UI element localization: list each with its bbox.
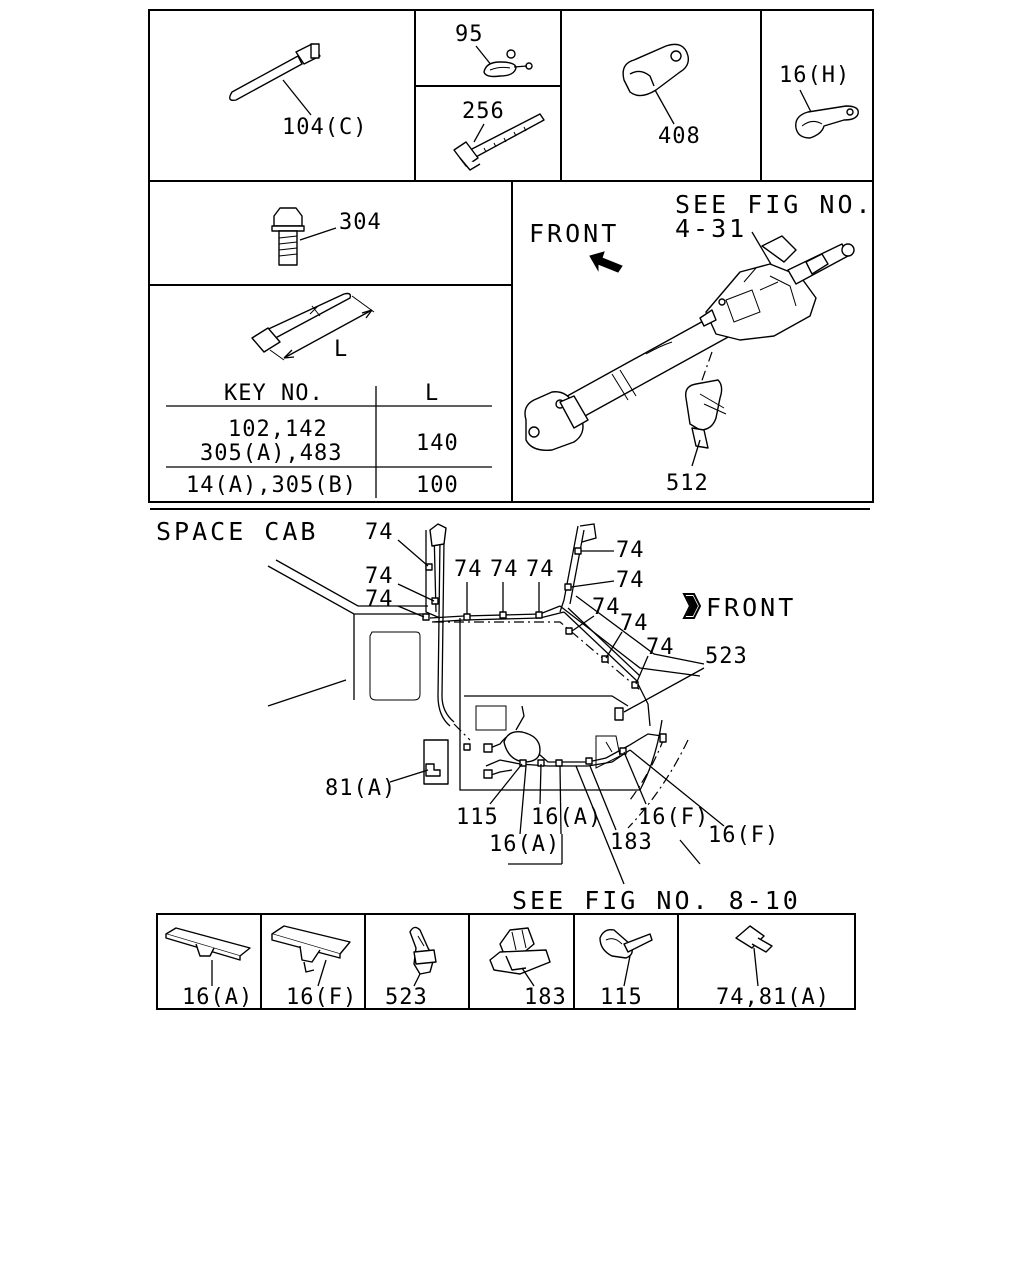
label-304: 304: [339, 210, 382, 235]
callouts-74: 74 74 74 74 74 74 74 74 74 74 74: [365, 520, 675, 685]
legend-label-523: 523: [385, 985, 428, 1010]
steering-column-cell: SEE FIG NO. 4-31 FRONT: [524, 190, 874, 496]
tie-256-cell: 256: [453, 99, 545, 171]
legend-label-16f: 16(F): [286, 985, 357, 1010]
label-74-j: 74: [620, 611, 649, 636]
clip-16h-cell: 16(H): [779, 63, 859, 139]
clamp-408-icon: [622, 43, 690, 97]
cable-tie-256-icon: [453, 113, 545, 171]
band-tie-cell: L KEY NO. L 102,142 305(A),483 140 14(A)…: [166, 292, 492, 498]
label-104c: 104(C): [282, 115, 367, 140]
legend-label-16a: 16(A): [182, 985, 253, 1010]
label-16h: 16(H): [779, 63, 850, 88]
label-408: 408: [658, 124, 701, 149]
label-74-h: 74: [616, 568, 645, 593]
label-74-f: 74: [526, 557, 555, 582]
label-74-b: 74: [365, 564, 394, 589]
clip-104c-cell: 104(C): [229, 43, 367, 140]
clip-16h-icon: [795, 105, 859, 139]
label-74-i: 74: [592, 595, 621, 620]
see-fig-8-10: SEE FIG NO. 8-10: [512, 886, 801, 915]
label-74-e: 74: [490, 557, 519, 582]
legend-clip-16a-icon: [165, 927, 251, 986]
label-16f-lower: 16(F): [708, 823, 779, 848]
legend-label-74-81a: 74,81(A): [716, 985, 830, 1010]
clamp-408-cell: 408: [622, 43, 701, 149]
front-label-cab: FRONT: [706, 593, 796, 622]
label-74-k: 74: [646, 635, 675, 660]
wire-clip-95-icon: [483, 49, 533, 78]
length-symbol: L: [334, 337, 348, 362]
legend-clip-183-icon: [489, 927, 551, 987]
legend-clip-523-icon: [409, 926, 437, 987]
clip-95-cell: 95: [455, 22, 533, 78]
bolt-304-cell: 304: [271, 207, 382, 266]
length-table: KEY NO. L 102,142 305(A),483 140 14(A),3…: [166, 381, 492, 498]
band-tie-icon: [251, 292, 352, 353]
label-95: 95: [455, 22, 484, 47]
see-fig-4-31-line1: SEE FIG NO.: [675, 190, 874, 219]
legend-clip-115-icon: [599, 928, 653, 987]
legend-clip-16f-icon: [271, 925, 351, 987]
label-74-c: 74: [365, 587, 394, 612]
table-row1-length: 140: [416, 431, 459, 456]
space-cab-section: SPACE CAB FRONT: [156, 517, 801, 915]
table-row1-keys-line2: 305(A),483: [200, 441, 342, 466]
cab-body-outline: [267, 523, 705, 829]
label-81a: 81(A): [325, 776, 396, 801]
table-header-l: L: [425, 381, 439, 406]
label-183: 183: [610, 830, 653, 855]
label-256: 256: [462, 99, 505, 124]
legend-label-115: 115: [600, 985, 643, 1010]
steering-column-icon: [524, 235, 855, 451]
label-16f-upper: 16(F): [638, 805, 709, 830]
legend-strip: 16(A) 16(F) 523 183: [156, 913, 856, 1010]
legend-label-183: 183: [524, 985, 567, 1010]
label-523: 523: [705, 644, 748, 669]
label-74-a: 74: [365, 520, 394, 545]
front-label-top: FRONT: [529, 219, 619, 248]
see-fig-4-31-line2: 4-31: [675, 214, 747, 243]
bolt-304-icon: [271, 207, 305, 266]
legend-clip-74-81a-icon: [735, 925, 773, 987]
label-16a-lower: 16(A): [489, 832, 560, 857]
label-115: 115: [456, 805, 499, 830]
callouts-lower: 523 81(A) 115 16(A) 16(F) 183 16(F) 16(A…: [325, 644, 801, 915]
cable-tie-104c-icon: [229, 43, 321, 102]
table-row2-keys: 14(A),305(B): [186, 473, 357, 498]
label-512: 512: [666, 471, 709, 496]
table-row1-keys-line1: 102,142: [228, 417, 328, 442]
label-74-d: 74: [454, 557, 483, 582]
table-row2-length: 100: [416, 473, 459, 498]
top-panel-frame: [148, 9, 874, 510]
front-arrow-icon-top: [589, 251, 623, 273]
label-74-g: 74: [616, 538, 645, 563]
label-16a-upper: 16(A): [531, 805, 602, 830]
table-header-key-no: KEY NO.: [224, 381, 324, 406]
space-cab-title: SPACE CAB: [156, 517, 318, 546]
